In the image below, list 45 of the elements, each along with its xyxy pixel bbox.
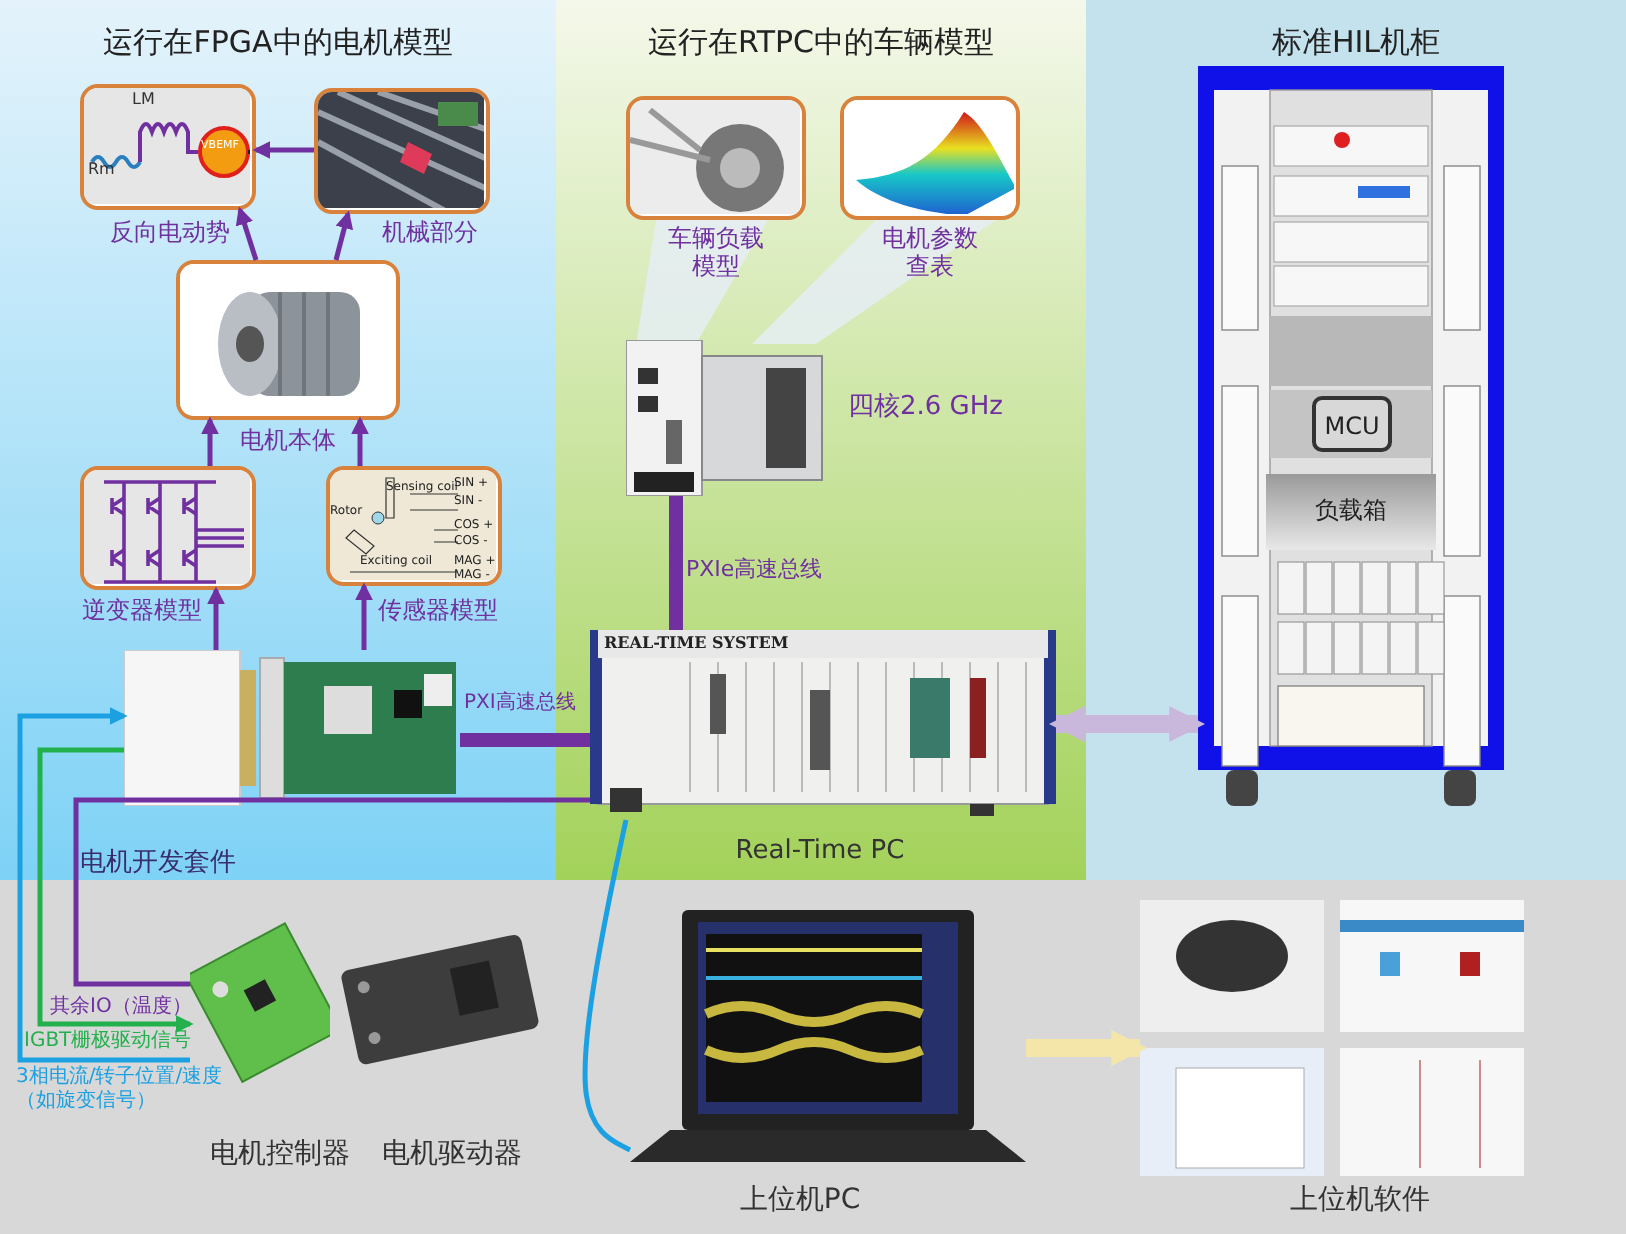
section-panel	[556, 0, 1086, 880]
node-label: 四核2.6 GHz	[848, 392, 1005, 424]
arrow	[201, 416, 219, 466]
edge-label: 其余IO（温度）	[50, 996, 192, 1020]
node-label: 上位机PC	[737, 1184, 863, 1218]
node-label: 上位机软件	[1288, 1184, 1432, 1218]
section-heading: 运行在FPGA中的电机模型	[101, 24, 455, 60]
node-label: 电机本体	[238, 426, 338, 455]
section-panel	[1086, 0, 1626, 880]
bus-line	[73, 797, 590, 987]
box-label: 负载箱	[1313, 496, 1389, 525]
diagram-label: Rm	[88, 160, 115, 180]
section-heading: 标准HIL机柜	[1269, 24, 1443, 60]
arrow	[235, 206, 259, 261]
arrow	[1026, 1030, 1148, 1066]
diagram-label: LM	[132, 90, 155, 110]
arrow	[351, 416, 369, 466]
edge-label: IGBT栅极驱动信号	[24, 1030, 192, 1054]
node-label: 电机控制器	[208, 1138, 352, 1172]
section-heading: 运行在RTPC中的车辆模型	[645, 24, 996, 60]
arrow	[207, 586, 225, 650]
arrow	[355, 582, 373, 650]
edge-label: PXIe高速总线	[686, 556, 823, 583]
section-panel	[0, 0, 556, 880]
arrow	[1048, 706, 1206, 742]
node-label: 电机驱动器	[380, 1138, 524, 1172]
node-label: 车辆负载模型	[666, 224, 766, 282]
panel-text: REAL-TIME SYSTEM	[604, 634, 789, 654]
shelf-panel	[1266, 474, 1436, 550]
box-label: MCU	[1322, 412, 1382, 441]
node-label: 反向电动势	[108, 218, 232, 247]
node-label: Real-Time PC	[733, 836, 907, 868]
module-box	[1312, 396, 1392, 452]
node-label: 电机开发套件	[80, 848, 238, 880]
arrow	[333, 210, 354, 261]
bus-line	[460, 733, 590, 747]
arrow	[37, 747, 194, 1033]
node-label: 传感器模型	[376, 596, 500, 625]
node-label: 逆变器模型	[80, 596, 204, 625]
arrow	[252, 141, 314, 159]
node-label: 电机参数查表	[880, 224, 980, 282]
node-label: 机械部分	[380, 218, 480, 247]
bus-line	[669, 496, 683, 630]
arrow	[17, 707, 190, 1063]
edge-label: 3相电流/转子位置/速度（如旋变信号）	[16, 1066, 225, 1114]
